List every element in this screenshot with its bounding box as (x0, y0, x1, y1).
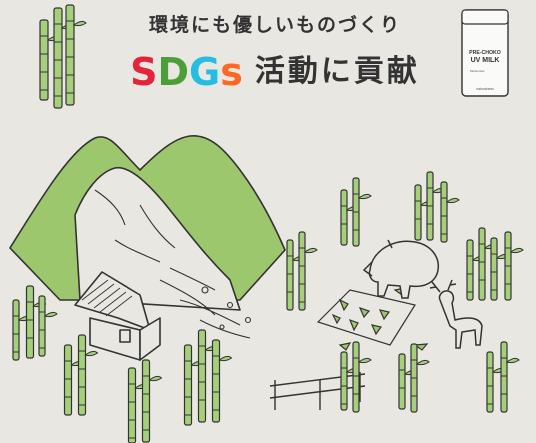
bamboo-stalk (77, 334, 99, 416)
sdgs-letter-small-s: s (220, 50, 243, 94)
house (74, 271, 161, 361)
bamboo-stalk (38, 295, 58, 357)
product-brand-line1: PRE-CHOKO (469, 50, 501, 56)
bamboo-stalk (197, 329, 219, 423)
bamboo-stalk (500, 341, 520, 413)
bamboo-stalk (53, 7, 75, 109)
bamboo-stalk (127, 367, 149, 443)
bamboo-stalk (440, 181, 460, 243)
bamboo-stalk (286, 239, 306, 311)
headline-main-line: S D G s 活動に貢献 (110, 52, 440, 92)
bamboo-stalk (39, 19, 61, 101)
product-detail: Moisturizer (470, 69, 485, 73)
bamboo-stalk (340, 189, 360, 246)
bamboo-stalk (352, 341, 372, 413)
bamboo-stalk (410, 343, 430, 413)
bamboo-stalk (211, 339, 233, 423)
bamboo-stalk (65, 4, 87, 106)
sdgs-letter-g: G (189, 50, 221, 94)
bamboo-stalk (63, 344, 85, 416)
product-maker: naturalness (476, 87, 494, 91)
headline: 環境にも優しいものづくり S D G s 活動に貢献 (110, 12, 440, 92)
product-brand-line2: UV MILK (471, 57, 500, 64)
deer (429, 279, 483, 349)
bottle-cap (461, 9, 509, 25)
bamboo-layer (12, 4, 524, 443)
crop-field (316, 287, 429, 351)
sdgs-logo: S D G s (130, 52, 243, 92)
bamboo-stalk (12, 299, 32, 361)
bamboo-stalk (486, 351, 506, 413)
headline-main-text: 活動に貢献 (254, 54, 420, 89)
uv-milk-bottle: PRE-CHOKO UV MILK Moisturizer naturalnes… (461, 9, 509, 97)
headline-subtitle: 環境にも優しいものづくり (148, 14, 401, 36)
fence (269, 372, 366, 410)
bamboo-stalk (504, 231, 524, 301)
bamboo-stalk (352, 177, 372, 247)
bamboo-stalk (141, 359, 163, 443)
sdgs-letter-s: S (130, 50, 158, 94)
bamboo-stalk (298, 231, 318, 311)
boar (362, 239, 440, 299)
landslide-debris (159, 279, 252, 339)
sdgs-letter-d: D (157, 50, 190, 94)
mountains (9, 135, 286, 311)
